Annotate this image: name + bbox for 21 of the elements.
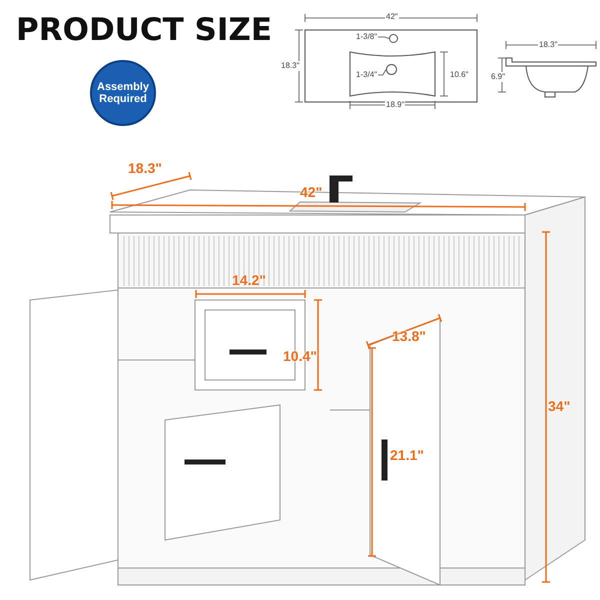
dimension-label: 21.1" [390, 447, 424, 463]
dimension-label: 42" [385, 12, 399, 22]
faucet-hole [389, 34, 398, 43]
leader-line [378, 36, 390, 39]
dimension-label: 13.8" [392, 328, 426, 344]
dimension-label: 1-3/4" [355, 70, 378, 80]
dimension-label: 18.3" [280, 61, 300, 71]
dimension-label: 34" [548, 398, 570, 414]
assembly-required-badge: Assembly Required [90, 60, 156, 126]
drain-hole [386, 64, 397, 75]
dimension-label: 10.4" [283, 348, 317, 364]
dimension-label: 6.9" [490, 72, 506, 82]
dimension-label: 10.6" [449, 70, 470, 80]
dimension-label: 18.3" [538, 40, 558, 50]
title: PRODUCT SIZE [16, 12, 272, 48]
dimension-label: 14.2" [232, 272, 266, 288]
dimension-label: 18.9" [385, 100, 406, 110]
dimension-label: 1-3/8" [355, 32, 378, 42]
leader-line [378, 69, 386, 76]
dimension-label: 42" [300, 184, 322, 200]
dimension-label: 18.3" [128, 160, 162, 176]
